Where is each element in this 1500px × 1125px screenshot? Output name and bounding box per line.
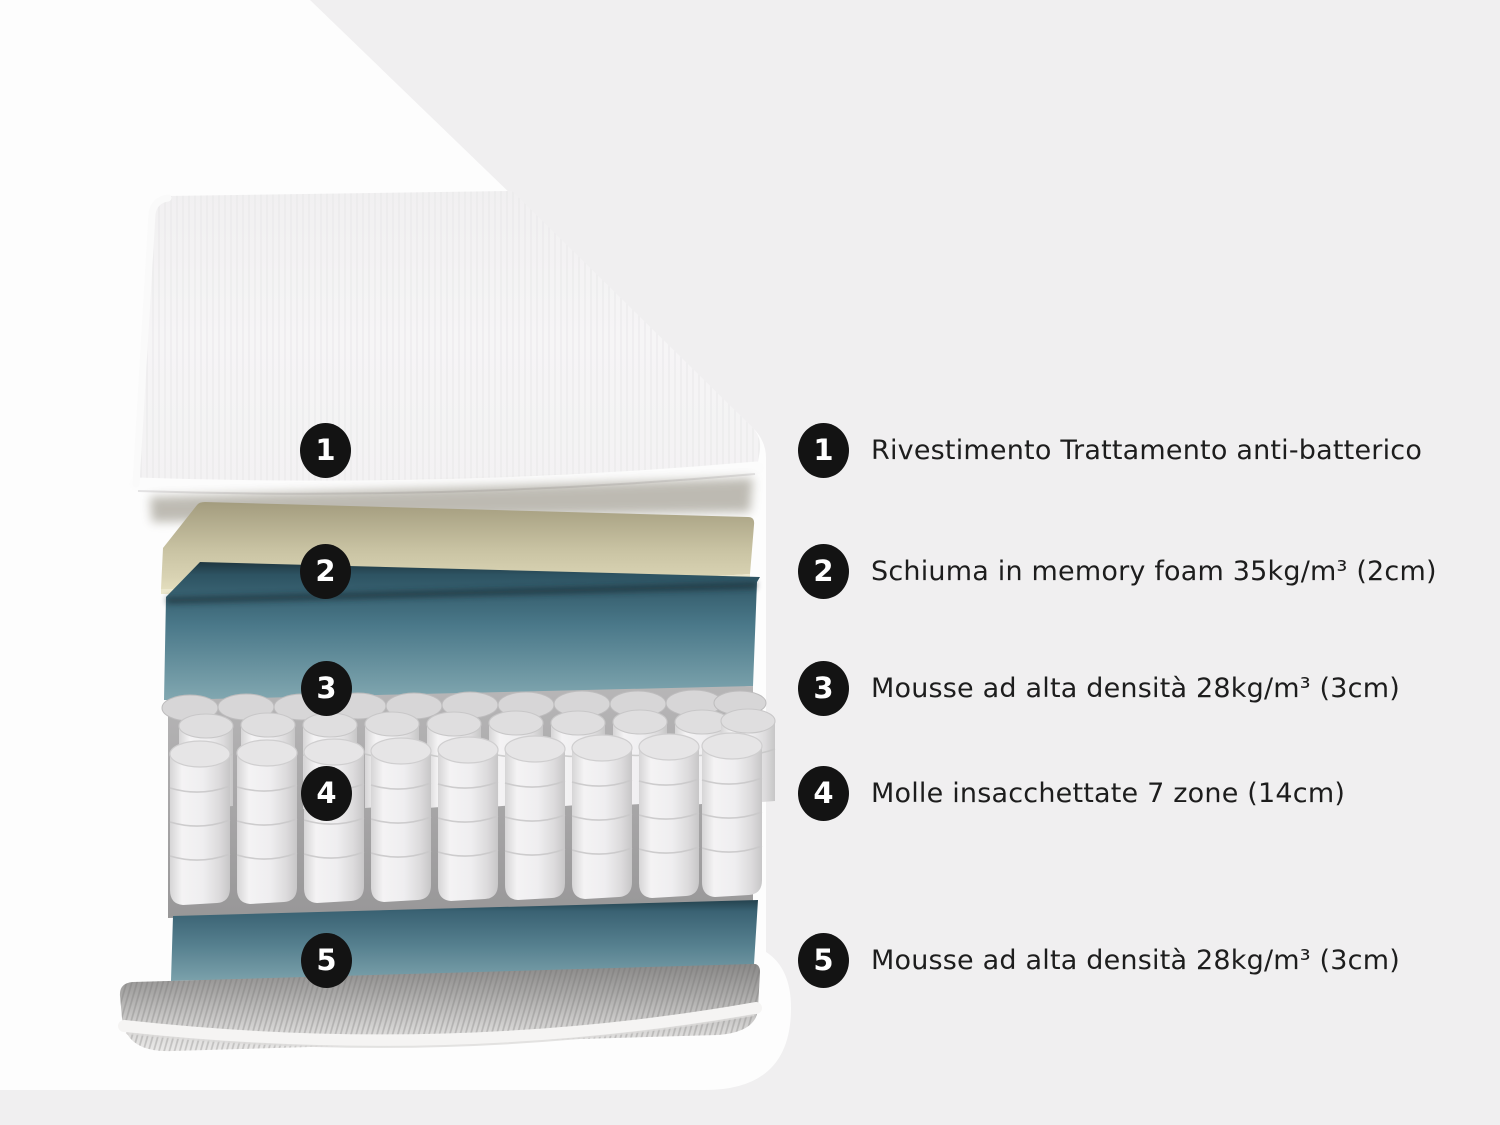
legend-label-4: Molle insacchettate 7 zone (14cm) <box>871 778 1346 809</box>
layer-pocket-springs <box>161 686 776 918</box>
legend-label-2: Schiuma in memory foam 35kg/m³ (2cm) <box>871 556 1437 587</box>
legend-marker-1: 1 <box>798 423 849 478</box>
legend-label-3: Mousse ad alta densità 28kg/m³ (3cm) <box>871 673 1400 704</box>
legend-item-4: 4 Molle insacchettate 7 zone (14cm) <box>798 766 1345 821</box>
legend-marker-number: 3 <box>813 671 834 705</box>
legend-marker-number: 4 <box>813 776 834 810</box>
legend-label-5: Mousse ad alta densità 28kg/m³ (3cm) <box>871 945 1400 976</box>
legend-item-1: 1 Rivestimento Trattamento anti-batteric… <box>798 423 1422 478</box>
layer-foam-top <box>164 562 760 702</box>
layer-marker-1: 1 <box>300 423 351 478</box>
legend-marker-5: 5 <box>798 933 849 988</box>
layer-marker-2: 2 <box>300 544 351 599</box>
layer-marker-number: 3 <box>316 671 337 705</box>
layer-marker-number: 4 <box>316 776 337 810</box>
legend-marker-number: 1 <box>813 433 834 467</box>
legend-item-5: 5 Mousse ad alta densità 28kg/m³ (3cm) <box>798 933 1400 988</box>
layer-marker-4: 4 <box>301 766 352 821</box>
layer-marker-number: 5 <box>316 943 337 977</box>
legend-marker-number: 5 <box>813 943 834 977</box>
layer-base-cover <box>118 963 762 1052</box>
layer-marker-3: 3 <box>301 661 352 716</box>
legend-item-2: 2 Schiuma in memory foam 35kg/m³ (2cm) <box>798 544 1437 599</box>
legend-marker-2: 2 <box>798 544 849 599</box>
legend-item-3: 3 Mousse ad alta densità 28kg/m³ (3cm) <box>798 661 1400 716</box>
layer-marker-5: 5 <box>301 933 352 988</box>
layer-marker-number: 1 <box>315 433 336 467</box>
layer-marker-number: 2 <box>315 554 336 588</box>
legend-marker-4: 4 <box>798 766 849 821</box>
layer-top-cover <box>129 191 764 495</box>
legend-marker-number: 2 <box>813 554 834 588</box>
legend-label-1: Rivestimento Trattamento anti-batterico <box>871 435 1423 466</box>
legend-marker-3: 3 <box>798 661 849 716</box>
